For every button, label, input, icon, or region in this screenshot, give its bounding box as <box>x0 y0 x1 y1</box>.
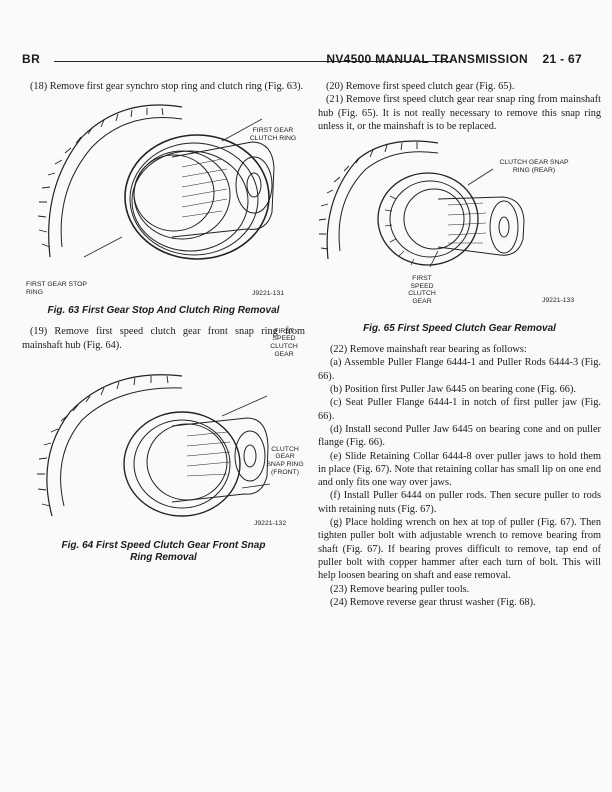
figure-65-illustration <box>318 140 525 268</box>
step-22c: (c) Seat Puller Flange 6444-1 in notch o… <box>318 397 601 422</box>
page-header: BR NV4500 MANUAL TRANSMISSION 21 - 67 <box>22 50 590 72</box>
step-21: (21) Remove first speed clutch gear rear… <box>318 94 601 132</box>
fig65-label-snap-ring-rear: CLUTCH GEAR SNAP RING (REAR) <box>499 159 569 174</box>
step-19: (19) Remove first speed clutch gear fron… <box>22 326 305 351</box>
fig64-label-clutch-gear: FIRST SPEED CLUTCH GEAR <box>270 327 298 358</box>
step-20: (20) Remove first speed clutch gear (Fig… <box>326 81 515 92</box>
figure-65: CLUTCH GEAR SNAP RING (REAR) FIRST SPEED… <box>318 139 601 305</box>
header-section-code: BR <box>22 52 41 66</box>
header-title-page: NV4500 MANUAL TRANSMISSION 21 - 67 <box>326 52 582 66</box>
step-22d: (d) Install second Puller Jaw 6445 on be… <box>318 423 601 449</box>
right-column: (20) Remove first speed clutch gear (Fig… <box>318 80 601 609</box>
fig65-caption: Fig. 65 First Speed Clutch Gear Removal <box>363 323 556 335</box>
fig63-id: J9221-131 <box>252 290 285 298</box>
fig63-label-clutch-ring: FIRST GEAR CLUTCH RING <box>249 127 297 142</box>
step-22b: (b) Position first Puller Jaw 6445 on be… <box>330 384 576 396</box>
header-title: NV4500 MANUAL TRANSMISSION <box>326 52 528 66</box>
fig64-label-snap-ring: CLUTCH GEAR SNAP RING (FRONT) <box>266 445 304 476</box>
header-rule <box>54 61 452 62</box>
figure-63: FIRST GEAR CLUTCH RING FIRST GEAR STOP R… <box>22 97 305 297</box>
fig64-caption: Fig. 64 First Speed Clutch Gear Front Sn… <box>61 539 266 563</box>
figure-64-illustration <box>37 374 271 517</box>
fig65-label-clutch-gear: FIRST SPEED CLUTCH GEAR <box>408 275 436 305</box>
fig65-id: J9221-133 <box>542 297 575 305</box>
step-23: (23) Remove bearing puller tools. <box>330 583 470 595</box>
step-22e: (e) Slide Retaining Collar 6444-8 over p… <box>318 450 601 489</box>
step-24: (24) Remove reverse gear thrust washer (… <box>330 596 536 608</box>
step-22f: (f) Install Puller 6444 on puller rods. … <box>318 490 601 515</box>
step-22g: (g) Place holding wrench on hex at top o… <box>318 517 601 582</box>
figure-63-illustration <box>37 104 275 261</box>
fig64-id: J9221-132 <box>254 519 287 527</box>
left-column: (18) Remove first gear synchro stop ring… <box>22 80 305 572</box>
figure-64: FIRST SPEED CLUTCH GEAR CLUTCH GEAR SNAP… <box>22 328 305 534</box>
fig63-label-stop-ring: FIRST GEAR STOP RING <box>26 281 87 296</box>
fig63-caption: Fig. 63 First Gear Stop And Clutch Ring … <box>47 305 280 317</box>
step-22a: (a) Assemble Puller Flange 6444-1 and Pu… <box>318 357 601 382</box>
page-number: 21 - 67 <box>542 52 582 66</box>
step-22: (22) Remove mainshaft rear bearing as fo… <box>330 344 527 356</box>
step-18: (18) Remove first gear synchro stop ring… <box>30 81 304 92</box>
